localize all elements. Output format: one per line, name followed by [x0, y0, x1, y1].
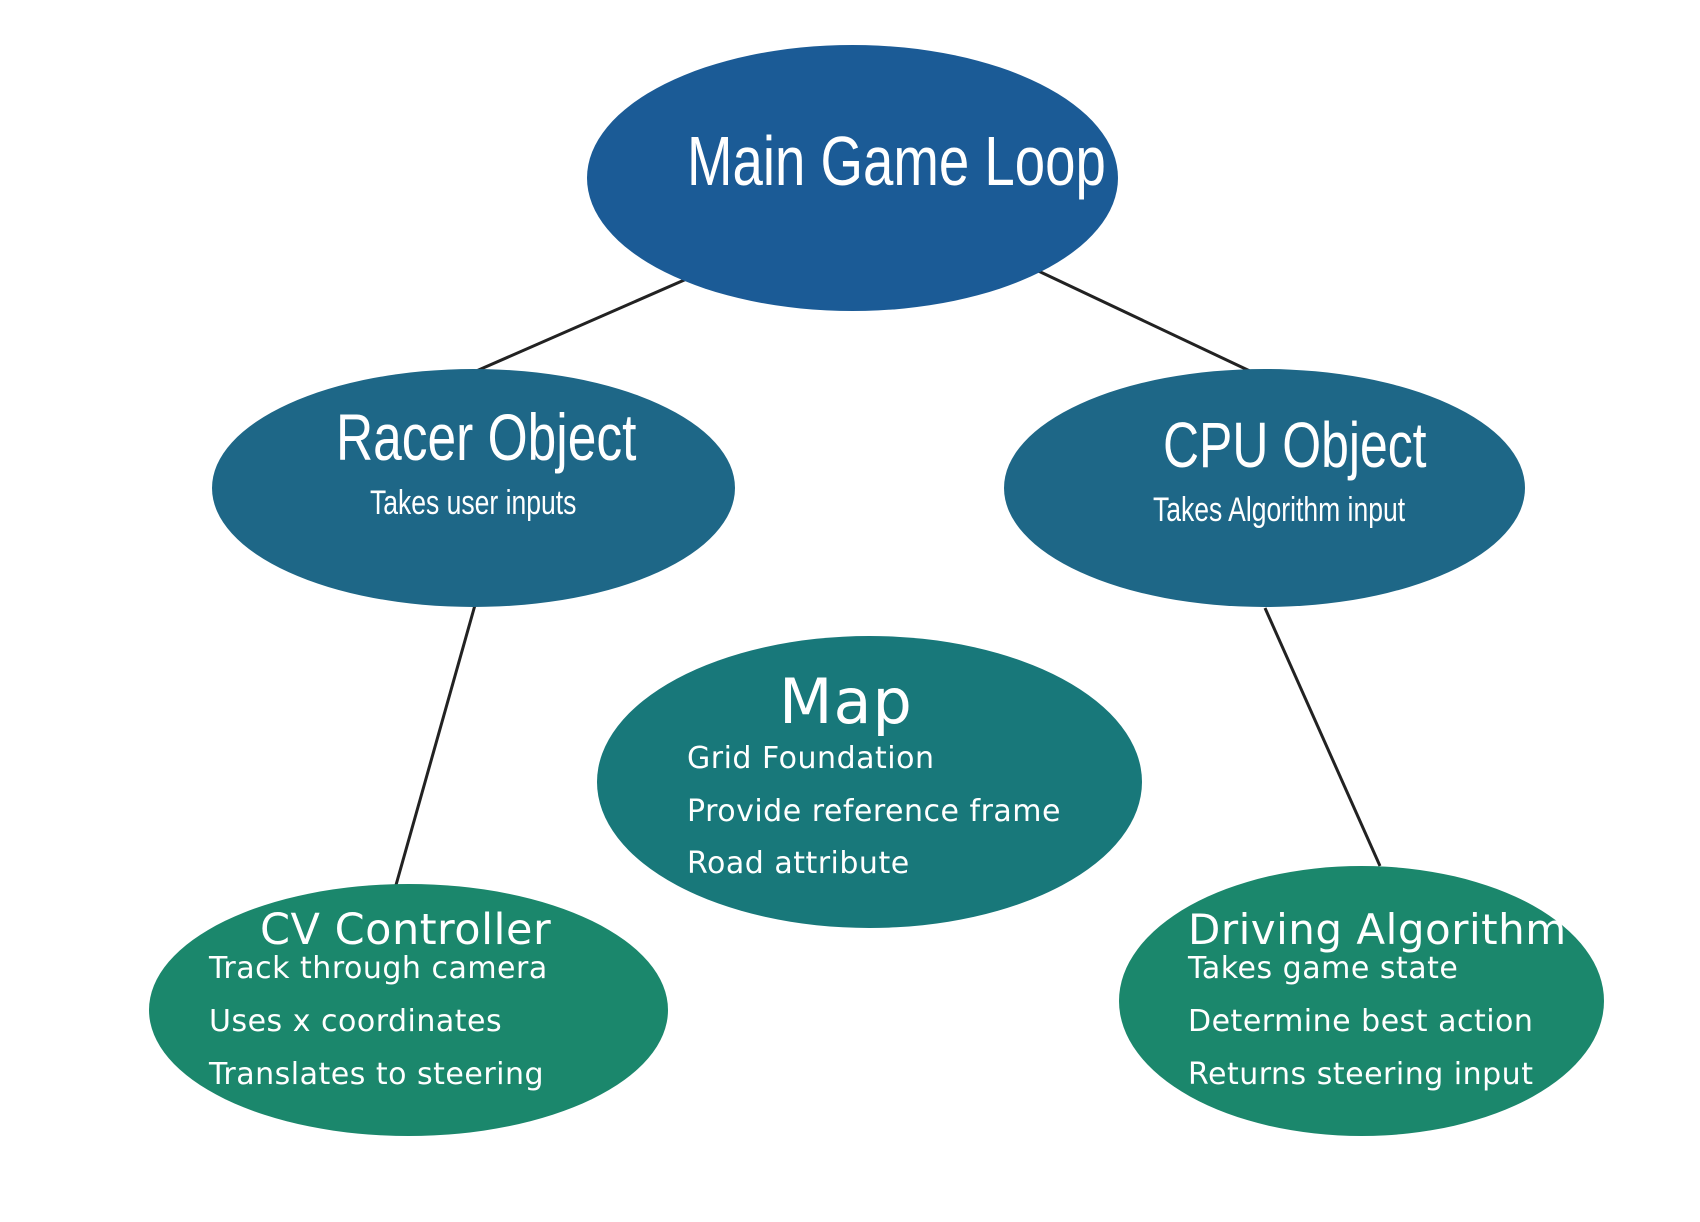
cv-controller-node: CV Controller Track through camera Uses …	[149, 884, 668, 1136]
racer-object-node: Racer Object Takes user inputs	[212, 369, 735, 607]
map-item: Provide reference frame	[687, 794, 1061, 829]
driving-algorithm-item: Takes game state	[1188, 951, 1459, 986]
main-game-loop-node: Main Game Loop	[587, 45, 1118, 311]
driving-algorithm-item: Returns steering input	[1188, 1057, 1534, 1092]
driving-algorithm-title: Driving Algorithm	[1188, 905, 1567, 954]
link-cpu-driving	[1263, 607, 1382, 867]
link-main-racer	[473, 272, 699, 374]
cpu-object-node: CPU Object Takes Algorithm input	[1004, 369, 1525, 607]
map-node: Map Grid Foundation Provide reference fr…	[597, 636, 1142, 928]
link-racer-cv	[394, 604, 477, 886]
cv-controller-item: Track through camera	[209, 951, 548, 986]
cv-controller-item: Translates to steering	[209, 1057, 545, 1092]
link-main-cpu	[1031, 266, 1253, 374]
cv-controller-item: Uses x coordinates	[209, 1004, 503, 1039]
cpu-object-subtitle: Takes Algorithm input	[1153, 491, 1406, 529]
racer-object-title: Racer Object	[336, 400, 637, 474]
racer-object-subtitle: Takes user inputs	[370, 484, 577, 522]
main-game-loop-title: Main Game Loop	[687, 122, 1106, 200]
map-item: Road attribute	[687, 846, 910, 881]
driving-algorithm-node: Driving Algorithm Takes game state Deter…	[1119, 866, 1604, 1136]
cpu-object-title: CPU Object	[1163, 409, 1427, 481]
driving-algorithm-item: Determine best action	[1188, 1004, 1534, 1039]
cv-controller-title: CV Controller	[260, 905, 552, 955]
map-item: Grid Foundation	[687, 741, 935, 776]
map-title: Map	[779, 665, 913, 738]
